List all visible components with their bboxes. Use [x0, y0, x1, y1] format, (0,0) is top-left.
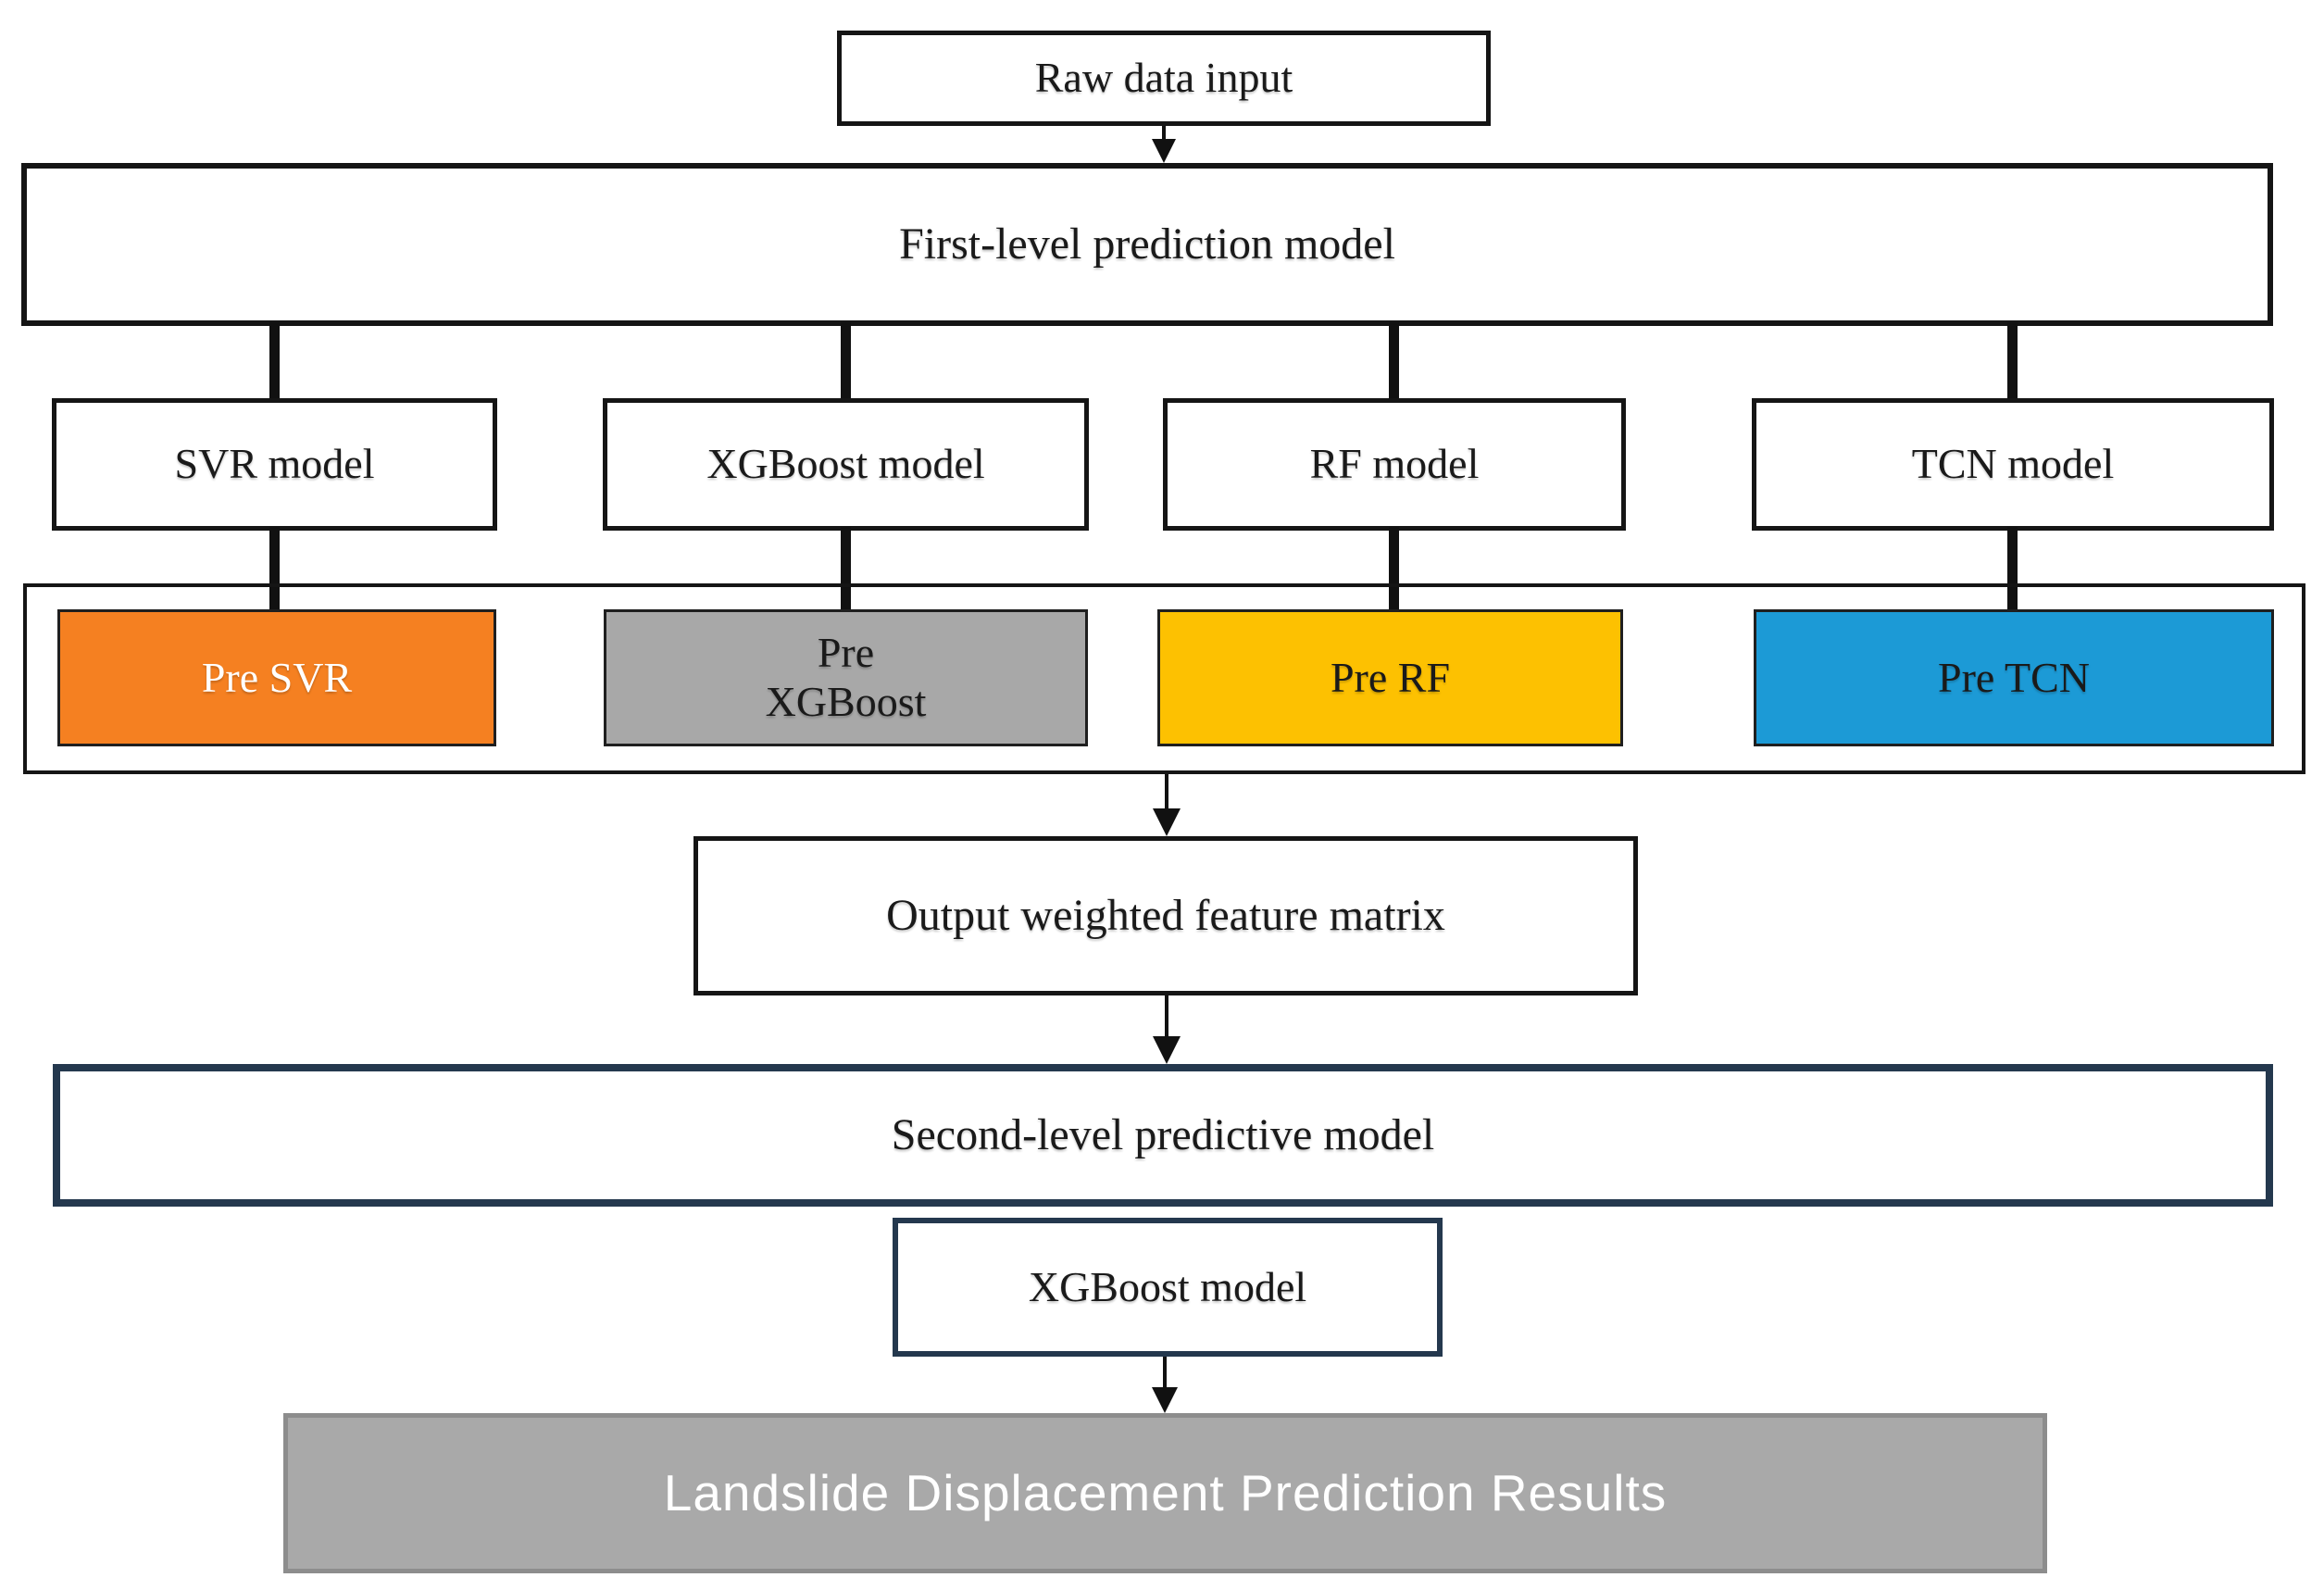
connector-xgboost-to-pre-xgboost — [841, 527, 851, 626]
connector-tcn-to-pre-tcn — [2007, 527, 2018, 626]
node-first-level-label: First-level prediction model — [899, 219, 1395, 269]
node-raw-data-input: Raw data input — [837, 31, 1491, 126]
arrow-raw-to-first-level-head — [1152, 139, 1176, 163]
connector-rf-to-pre-rf — [1389, 527, 1399, 626]
node-output-matrix-label: Output weighted feature matrix — [886, 891, 1445, 941]
node-landslide-results-label: Landslide Displacement Prediction Result… — [663, 1463, 1668, 1521]
node-rf-model: RF model — [1163, 398, 1626, 531]
node-output-weighted-feature-matrix: Output weighted feature matrix — [693, 836, 1638, 995]
node-second-level-predictive-model: Second-level predictive model — [53, 1064, 2273, 1207]
node-raw-data-input-label: Raw data input — [1034, 54, 1293, 102]
arrow-predictions-to-output-head — [1153, 808, 1181, 836]
arrow-raw-to-first-level-line — [1162, 126, 1166, 143]
node-pre-xgboost-label: Pre XGBoost — [765, 629, 927, 725]
node-first-level-prediction-model: First-level prediction model — [21, 163, 2273, 326]
connector-first-level-to-rf — [1389, 322, 1399, 402]
node-second-level-label: Second-level predictive model — [891, 1110, 1435, 1160]
node-landslide-results: Landslide Displacement Prediction Result… — [283, 1413, 2047, 1573]
node-tcn-model: TCN model — [1752, 398, 2274, 531]
node-svr-model-label: SVR model — [174, 440, 375, 488]
node-pre-tcn: Pre TCN — [1754, 609, 2274, 746]
node-pre-svr-label: Pre SVR — [201, 653, 353, 701]
node-second-level-xgboost-label: XGBoost model — [1028, 1262, 1307, 1310]
connector-first-level-to-svr — [269, 322, 280, 402]
node-svr-model: SVR model — [52, 398, 497, 531]
connector-first-level-to-xgboost — [841, 322, 851, 402]
node-xgboost-model-label: XGBoost model — [706, 440, 985, 488]
node-pre-svr: Pre SVR — [57, 609, 496, 746]
arrow-predictions-to-output-line — [1165, 774, 1168, 817]
node-tcn-model-label: TCN model — [1911, 440, 2115, 488]
node-pre-tcn-label: Pre TCN — [1938, 653, 2090, 701]
arrow-xgboost-to-results-line — [1163, 1357, 1167, 1392]
node-rf-model-label: RF model — [1309, 440, 1480, 488]
arrow-xgboost-to-results-head — [1152, 1387, 1178, 1413]
node-xgboost-model: XGBoost model — [603, 398, 1089, 531]
arrow-output-to-second-level-line — [1165, 995, 1168, 1040]
node-pre-xgboost: Pre XGBoost — [604, 609, 1088, 746]
connector-first-level-to-tcn — [2007, 322, 2018, 402]
node-pre-rf-label: Pre RF — [1330, 653, 1451, 701]
group-prediction-outputs — [23, 583, 2305, 774]
arrow-output-to-second-level-head — [1153, 1036, 1181, 1064]
node-second-level-xgboost-model: XGBoost model — [893, 1218, 1443, 1357]
connector-svr-to-pre-svr — [269, 527, 280, 626]
node-pre-rf: Pre RF — [1157, 609, 1623, 746]
